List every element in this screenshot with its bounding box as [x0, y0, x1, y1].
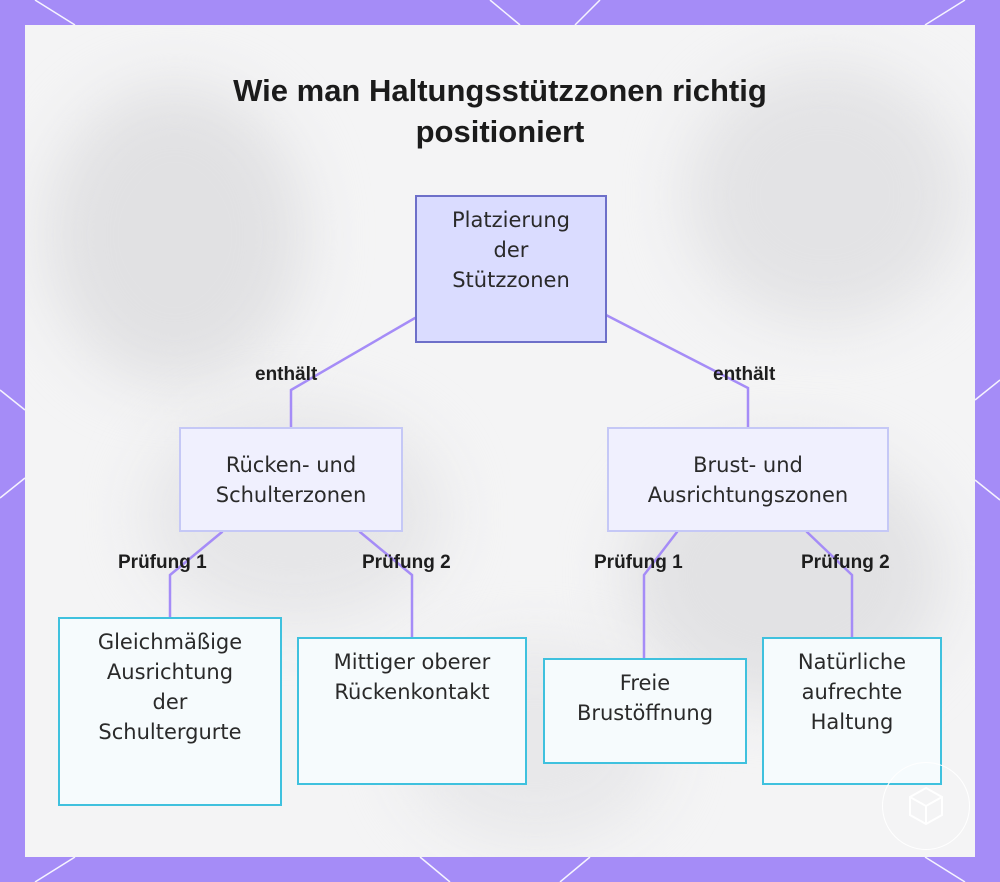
check-node: Mittiger oberer Rückenkontakt	[297, 637, 527, 785]
edge-label-right: enthält	[713, 364, 776, 385]
check-label: Prüfung 1	[118, 552, 207, 573]
edge-label-left: enthält	[255, 364, 318, 385]
connector-right-check1	[642, 530, 679, 660]
check-label: Prüfung 2	[362, 552, 451, 573]
check-label: Prüfung 1	[594, 552, 683, 573]
check-label: Prüfung 2	[801, 552, 890, 573]
connector-right-check2	[805, 530, 854, 639]
group-node-chest-alignment: Brust- und Ausrichtungszonen	[607, 427, 889, 532]
connector-root-right	[604, 313, 750, 429]
check-node: Gleichmäßige Ausrichtung der Schultergur…	[58, 617, 282, 806]
background-blur	[45, 85, 305, 385]
connector-left-check2	[358, 530, 414, 639]
check-node: Freie Brustöffnung	[543, 658, 747, 764]
page-title: Wie man Haltungsstützzonen richtig posit…	[233, 73, 767, 149]
cube-logo-icon	[882, 762, 970, 850]
root-node: Platzierung der Stützzonen	[415, 195, 607, 343]
background-blur	[685, 65, 965, 325]
check-node: Natürliche aufrechte Haltung	[762, 637, 942, 785]
group-node-back-shoulder: Rücken- und Schulterzonen	[179, 427, 403, 532]
cube-logo-icon	[909, 786, 943, 826]
connector-left-check1	[168, 530, 224, 619]
connector-root-left	[289, 316, 417, 429]
